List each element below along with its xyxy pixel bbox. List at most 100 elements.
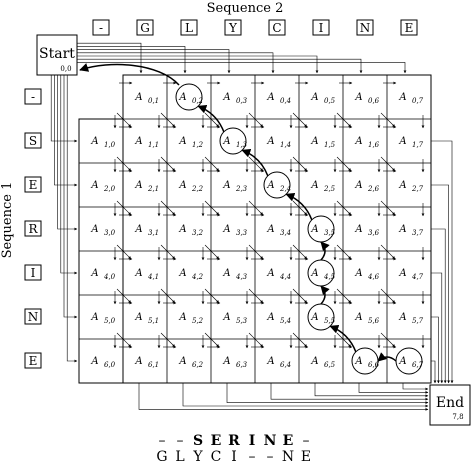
cell-arrow-diagonal [116, 288, 132, 304]
matrix-cell-label: A [398, 312, 406, 323]
cell-arrow-diagonal [204, 332, 220, 348]
row-to-end-line [431, 140, 454, 384]
matrix-cell-label: A [90, 268, 98, 279]
start-to-row-line [54, 75, 78, 187]
matrix-cell-label: A [398, 92, 406, 103]
matrix-cell-index: 6,2 [192, 361, 204, 369]
matrix-cell-index: 3,4 [280, 229, 291, 237]
matrix-cell-index: 6,0 [104, 361, 116, 369]
matrix-cell-index: 5,5 [324, 317, 336, 325]
column-to-end-line [138, 383, 429, 411]
matrix-cell-index: 2,2 [191, 185, 204, 193]
matrix-cell-index: 4,6 [367, 273, 380, 281]
matrix-cell-label: A [266, 92, 274, 103]
start-label: Start [39, 46, 75, 62]
matrix-cell-index: 5,4 [280, 317, 291, 325]
matrix-arrows [113, 81, 425, 349]
cell-arrow-diagonal [116, 156, 132, 172]
matrix-cell-label: A [178, 268, 186, 279]
path-cell-circle [175, 83, 203, 111]
row-to-end-line [431, 272, 444, 384]
matrix-cell-label: A [266, 268, 274, 279]
matrix-cell-index: 2,1 [147, 185, 159, 193]
sequence-1-letter-text: N [28, 310, 39, 324]
matrix-cell-label: A [134, 268, 142, 279]
matrix-cell-index: 3,2 [192, 229, 204, 237]
cell-arrow-diagonal [292, 332, 308, 348]
matrix-cell-index: 3,5 [324, 229, 336, 237]
alignment-top-char: R [228, 433, 240, 449]
matrix-cell-index: 3,0 [104, 229, 116, 237]
matrix-cell-label: A [354, 92, 362, 103]
matrix-cell-label: A [354, 180, 362, 191]
alignment-bottom-char: – [267, 449, 274, 464]
sequence-2-letter: C [268, 19, 286, 36]
matrix-cell-label: A [90, 180, 98, 191]
cell-arrow-diagonal [160, 200, 176, 216]
matrix-cell-label: A [398, 356, 406, 367]
matrix-cell-label: A [222, 312, 230, 323]
matrix-cell-label: A [222, 92, 230, 103]
path-step-arrow [241, 148, 269, 177]
matrix-cell-label: A [222, 356, 230, 367]
cell-arrow-diagonal [380, 288, 396, 304]
path-to-start-arrow [79, 63, 180, 86]
sequence-2-letter-text: N [360, 21, 371, 35]
matrix-cell-index: 6,3 [236, 361, 248, 369]
sequence-2-letter: E [400, 19, 418, 36]
matrix-cell-index: 2,6 [367, 185, 380, 193]
cell-arrow-diagonal [160, 112, 176, 128]
matrix-cell-index: 1,0 [104, 141, 116, 149]
sequence-2-letter: L [180, 19, 198, 36]
matrix-cell-label: A [222, 268, 230, 279]
matrix-cell-label: A [310, 92, 318, 103]
cell-arrow-diagonal [160, 332, 176, 348]
cell-arrow-diagonal [336, 112, 352, 128]
alignment-top-char: – [177, 433, 184, 449]
sequence-1-letter-text: - [31, 90, 35, 104]
matrix-cell-index: 1,5 [324, 141, 336, 149]
matrix-cell-label: A [134, 356, 142, 367]
alignment-bottom-char: N [282, 449, 294, 464]
alignment-top-char: S [193, 433, 203, 449]
matrix-cell-label: A [266, 312, 274, 323]
cell-arrow-diagonal [380, 332, 396, 348]
end-label: End [436, 395, 464, 411]
cell-arrow-diagonal [380, 112, 396, 128]
column-to-end-line [270, 383, 429, 401]
alignment-bottom-char: E [301, 449, 311, 464]
cell-arrow-diagonal [248, 244, 264, 260]
matrix-cell-index: 1,2 [192, 141, 204, 149]
matrix-cell-index: 4,2 [191, 273, 204, 281]
start-connector-lines [50, 42, 407, 363]
sequence-2-letter-text: - [99, 21, 103, 35]
matrix-cell-label: A [266, 136, 274, 147]
cell-arrow-diagonal [380, 156, 396, 172]
cell-arrow-diagonal [204, 112, 220, 128]
cell-arrow-diagonal [336, 200, 352, 216]
path-cell-circle [219, 127, 247, 155]
cell-arrow-diagonal [204, 244, 220, 260]
matrix-cell-index: 5,6 [368, 317, 380, 325]
start-to-row-line [63, 75, 78, 319]
cell-arrow-diagonal [248, 288, 264, 304]
matrix-cell-index: 6,1 [148, 361, 159, 369]
cell-arrow-diagonal [160, 244, 176, 260]
matrix-cell-index: 0,6 [368, 97, 380, 105]
matrix-cell-index: 6,6 [368, 361, 380, 369]
path-cell-circle [263, 171, 291, 199]
cell-arrow-diagonal [116, 244, 132, 260]
matrix-cell-index: 0,3 [236, 97, 248, 105]
matrix-cell-index: 6,7 [412, 361, 424, 369]
row-to-end-line [431, 228, 447, 384]
cell-arrow-diagonal [248, 332, 264, 348]
cell-arrow-diagonal [292, 112, 308, 128]
matrix-cell-label: A [398, 180, 406, 191]
matrix-cell-label: A [354, 356, 362, 367]
cell-arrow-diagonal [248, 112, 264, 128]
sequence-1-letter: R [24, 220, 42, 237]
sequence-2-letter-text: G [140, 21, 150, 35]
sequence-1-letter: I [24, 264, 42, 281]
